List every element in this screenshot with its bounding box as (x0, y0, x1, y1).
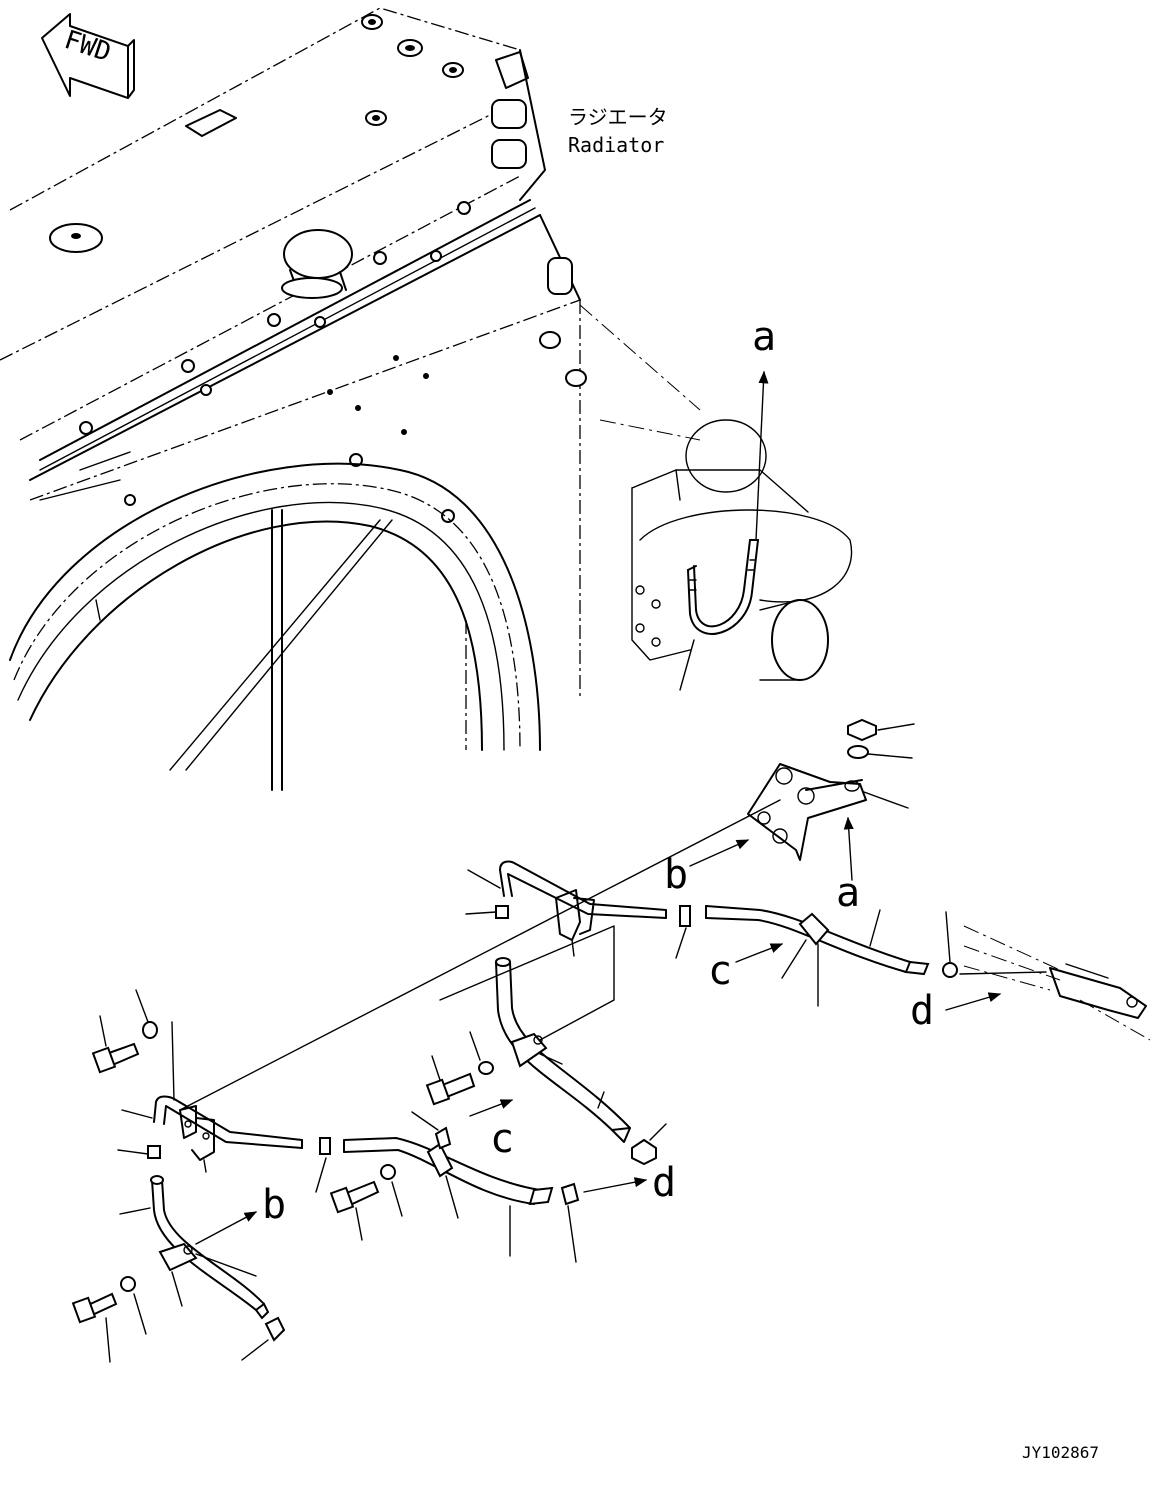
radiator-side-fittings (491, 51, 587, 387)
top-tank-studs (49, 14, 464, 253)
middle-pipe-assembly: c d (91, 989, 676, 1263)
callout-c-right: c (708, 948, 732, 994)
right-hose-assembly: c d (705, 905, 1151, 1041)
callout-d-middle: d (652, 1160, 676, 1206)
fwd-label: FWD (61, 25, 115, 68)
radiator-label-jp: ラジエータ (568, 105, 668, 129)
lower-left-pipe-assembly: b (71, 1175, 286, 1363)
callout-b-lower: b (262, 1182, 286, 1228)
radiator-label-en: Radiator (568, 133, 664, 157)
upper-pipe-assembly (425, 860, 691, 1166)
callout-d-right: d (910, 988, 934, 1034)
radiator-filler-neck (281, 229, 353, 299)
outlet-housing: a (631, 314, 853, 691)
callout-a-lower: a (836, 870, 860, 916)
callout-a-upper: a (752, 314, 776, 360)
mounting-bracket: a b (664, 718, 915, 916)
figure-id: JY102867 (1022, 1443, 1099, 1462)
callout-c-middle: c (490, 1116, 514, 1162)
rail-bolts (79, 201, 471, 523)
radiator-assembly: ラジエータ Radiator (0, 7, 701, 791)
callout-b-upper: b (664, 852, 688, 898)
fan-shroud (9, 451, 541, 791)
fwd-arrow-icon: FWD (41, 13, 135, 99)
